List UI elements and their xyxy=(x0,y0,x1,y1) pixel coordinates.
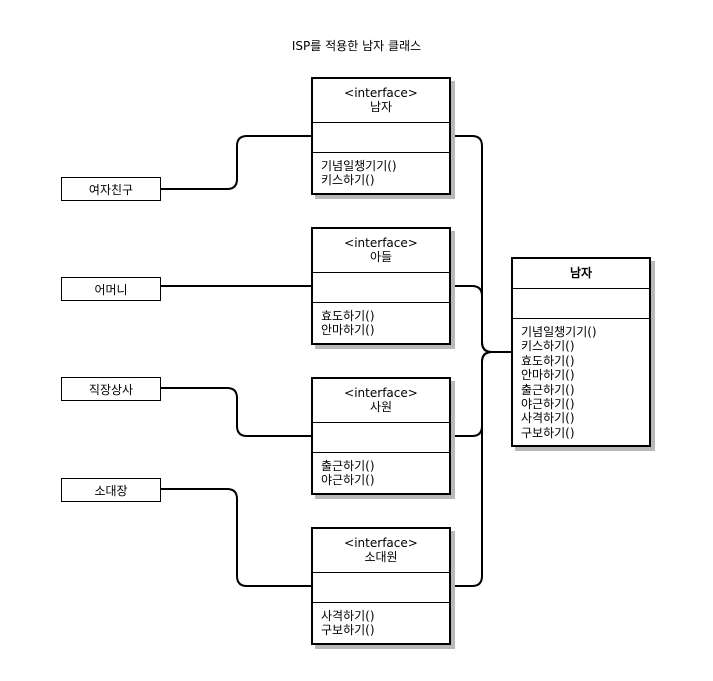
client-boss: 직장상사 xyxy=(61,377,161,401)
interface-name: 아들 xyxy=(369,250,393,264)
man-class-header: 남자 xyxy=(513,259,649,289)
method: 구보하기() xyxy=(321,623,375,637)
connector-son-interface-to-man xyxy=(451,285,493,353)
method: 사격하기() xyxy=(521,411,575,426)
method: 야근하기() xyxy=(321,473,375,487)
diagram-title: ISP를 적용한 남자 클래스 xyxy=(291,39,422,53)
man-class: 남자 기념일챙기기() 키스하기() 효도하기() 안마하기() 출근하기() … xyxy=(511,257,651,447)
method: 출근하기() xyxy=(521,382,575,397)
attributes-section xyxy=(513,289,649,319)
method: 안마하기() xyxy=(321,323,375,337)
method: 야근하기() xyxy=(521,397,575,412)
interface-man-header: <interface> 남자 xyxy=(313,79,449,123)
methods-section: 기념일챙기기() 키스하기() 효도하기() 안마하기() 출근하기() 야근하… xyxy=(513,319,649,440)
method: 사격하기() xyxy=(321,609,375,623)
connector-girlfriend-to-man-interface xyxy=(161,135,311,190)
interface-name: 소대원 xyxy=(364,550,398,564)
method: 기념일챙기기() xyxy=(521,325,597,339)
methods-section: 사격하기() 구보하기() xyxy=(313,603,449,637)
client-mother: 어머니 xyxy=(61,277,161,301)
attributes-section xyxy=(313,423,449,453)
attributes-section xyxy=(313,273,449,303)
stereotype-label: <interface> xyxy=(344,386,418,400)
interface-name: 사원 xyxy=(369,400,393,414)
methods-section: 기념일챙기기() 키스하기() xyxy=(313,153,449,187)
method: 구보하기() xyxy=(521,425,575,440)
connector-employee-interface-to-man xyxy=(451,351,493,437)
methods-section: 효도하기() 안마하기() xyxy=(313,303,449,337)
connector-commander-to-soldier-interface xyxy=(161,488,311,587)
method: 키스하기() xyxy=(521,339,575,354)
interface-man: <interface> 남자 기념일챙기기() 키스하기() xyxy=(311,77,451,195)
stereotype-label: <interface> xyxy=(344,536,418,550)
interface-son: <interface> 아들 효도하기() 안마하기() xyxy=(311,227,451,345)
interface-soldier-header: <interface> 소대원 xyxy=(313,529,449,573)
connector-soldier-interface-to-man xyxy=(451,351,493,587)
stereotype-label: <interface> xyxy=(344,86,418,100)
interface-employee-header: <interface> 사원 xyxy=(313,379,449,423)
client-commander: 소대장 xyxy=(61,478,161,502)
client-girlfriend: 여자친구 xyxy=(61,177,161,201)
class-name: 남자 xyxy=(569,266,593,280)
method: 효도하기() xyxy=(321,309,375,323)
attributes-section xyxy=(313,573,449,603)
method: 기념일챙기기() xyxy=(321,159,397,173)
stereotype-label: <interface> xyxy=(344,236,418,250)
interface-son-header: <interface> 아들 xyxy=(313,229,449,273)
method: 효도하기() xyxy=(521,353,575,368)
interface-employee: <interface> 사원 출근하기() 야근하기() xyxy=(311,377,451,495)
methods-section: 출근하기() 야근하기() xyxy=(313,453,449,487)
attributes-section xyxy=(313,123,449,153)
interface-name: 남자 xyxy=(369,100,393,114)
method: 출근하기() xyxy=(321,459,375,473)
interface-soldier: <interface> 소대원 사격하기() 구보하기() xyxy=(311,527,451,645)
method: 안마하기() xyxy=(521,368,575,383)
connector-boss-to-employee-interface xyxy=(161,387,311,437)
method: 키스하기() xyxy=(321,173,375,187)
